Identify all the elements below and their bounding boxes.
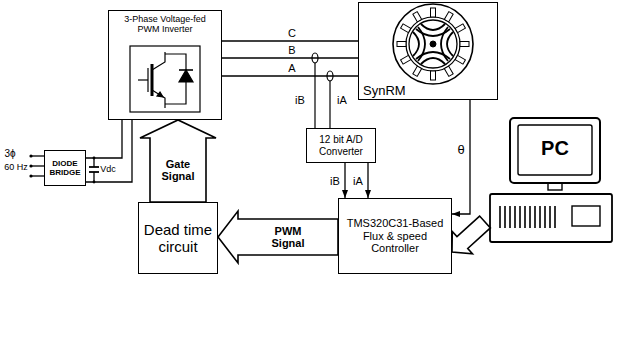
block-arrow <box>140 120 216 202</box>
rectifier-box: DIODE BRIDGE <box>44 150 86 186</box>
stator-slot <box>444 66 453 76</box>
signal-wire <box>344 163 345 198</box>
signal-label: iB <box>295 94 305 106</box>
stator-slot <box>455 55 465 64</box>
edge-label: iA <box>352 175 364 187</box>
motor-box: SynRM <box>358 2 498 100</box>
input-wire <box>31 165 44 166</box>
flux-barrier <box>418 27 425 61</box>
keyboard <box>490 194 612 242</box>
node-label: Dead time circuit <box>142 221 214 256</box>
signal-label: 3ϕ <box>4 148 15 159</box>
stator-slot <box>401 24 411 33</box>
stator-slot <box>413 12 422 22</box>
rotor-outline <box>409 20 457 68</box>
capacitor-plate <box>89 171 99 173</box>
shaft <box>430 41 436 47</box>
terminal-dot <box>29 164 32 167</box>
terminal-dot <box>29 174 32 177</box>
igbt-emitter-arrow <box>157 92 163 97</box>
block-arrow <box>452 216 490 254</box>
stator-slot <box>413 66 422 76</box>
input-wire <box>31 155 44 156</box>
edge-label: B <box>287 44 296 56</box>
node-label: SynRM <box>363 84 406 99</box>
flux-barrier <box>413 32 419 56</box>
signal-label: Vdc <box>100 165 116 175</box>
capacitor-plate <box>89 166 99 168</box>
edge-label: iB <box>329 175 341 187</box>
inverter-box: 3-Phase Voltage-fed PWM Inverter <box>108 10 222 120</box>
signal-label: 60 Hz <box>4 163 28 173</box>
text-area: SynRM <box>363 83 435 99</box>
process-box: Dead time circuit <box>138 202 218 274</box>
flux-barrier <box>447 32 453 56</box>
stator-outline <box>393 4 473 84</box>
terminal-dot <box>29 154 32 157</box>
stator-slot <box>431 8 436 17</box>
terminal-dot <box>93 181 96 184</box>
stator-slot <box>444 12 453 22</box>
signal-label: iA <box>337 94 347 106</box>
signal-wire <box>452 100 470 214</box>
stator-slot <box>397 42 406 47</box>
text-area: PC <box>518 125 592 172</box>
signal-wire <box>367 163 368 198</box>
signal-wire <box>222 40 358 41</box>
stator-slot <box>455 24 465 33</box>
igbt-gate <box>147 68 148 92</box>
edge-label: Gate Signal <box>151 158 205 182</box>
converter-box: 12 bit A/D Converter <box>306 128 376 163</box>
node-label: 12 bit A/D Converter <box>309 134 373 157</box>
edge-label: PWM Signal <box>256 225 320 249</box>
controller-box: TMS320C31-Based Flux & speed Controller <box>338 198 452 274</box>
edge-label: θ <box>456 143 465 157</box>
node-label: TMS320C31-Based Flux & speed Controller <box>343 217 447 255</box>
monitor-case <box>510 118 600 183</box>
flux-barrier <box>421 58 445 64</box>
stator-slot <box>460 42 469 47</box>
edge-label: A <box>287 62 296 74</box>
node-label: 3-Phase Voltage-fed PWM Inverter <box>112 14 218 35</box>
sense-wire <box>314 58 315 128</box>
current-sensors <box>312 53 333 128</box>
flux-barriers <box>413 24 453 64</box>
igbt-gate <box>138 79 148 80</box>
pc-drawing <box>490 118 612 242</box>
monitor-stand <box>548 183 562 190</box>
capacitor-lead <box>93 172 94 182</box>
keyboard-keys <box>500 206 555 228</box>
input-wire <box>31 175 44 176</box>
computer: PC <box>485 115 615 250</box>
igbt-frame <box>130 46 200 112</box>
block-arrow <box>218 211 338 263</box>
igbt-emitter <box>152 90 165 108</box>
sense-wire <box>329 76 330 128</box>
dc-rail <box>86 120 132 182</box>
diode-wire <box>165 82 186 104</box>
edge-label: C <box>287 27 297 39</box>
stator-slot <box>431 71 436 80</box>
signal-wire <box>222 75 358 76</box>
node-label: PC <box>541 137 569 160</box>
igbt-symbol <box>130 46 200 112</box>
igbt-collector <box>152 52 165 70</box>
keyboard-keypad <box>572 206 600 226</box>
stator-slots <box>397 8 469 80</box>
node-label: DIODE BRIDGE <box>47 159 83 177</box>
stator-bore <box>406 17 460 71</box>
diode-wire <box>165 54 186 70</box>
signal-wire <box>222 57 358 58</box>
motor-drawing <box>393 4 473 84</box>
signal-wire <box>86 120 122 158</box>
monitor-screen <box>518 125 592 175</box>
flux-barrier <box>421 24 445 30</box>
stator-slot <box>401 55 411 64</box>
diode-triangle <box>179 70 193 82</box>
